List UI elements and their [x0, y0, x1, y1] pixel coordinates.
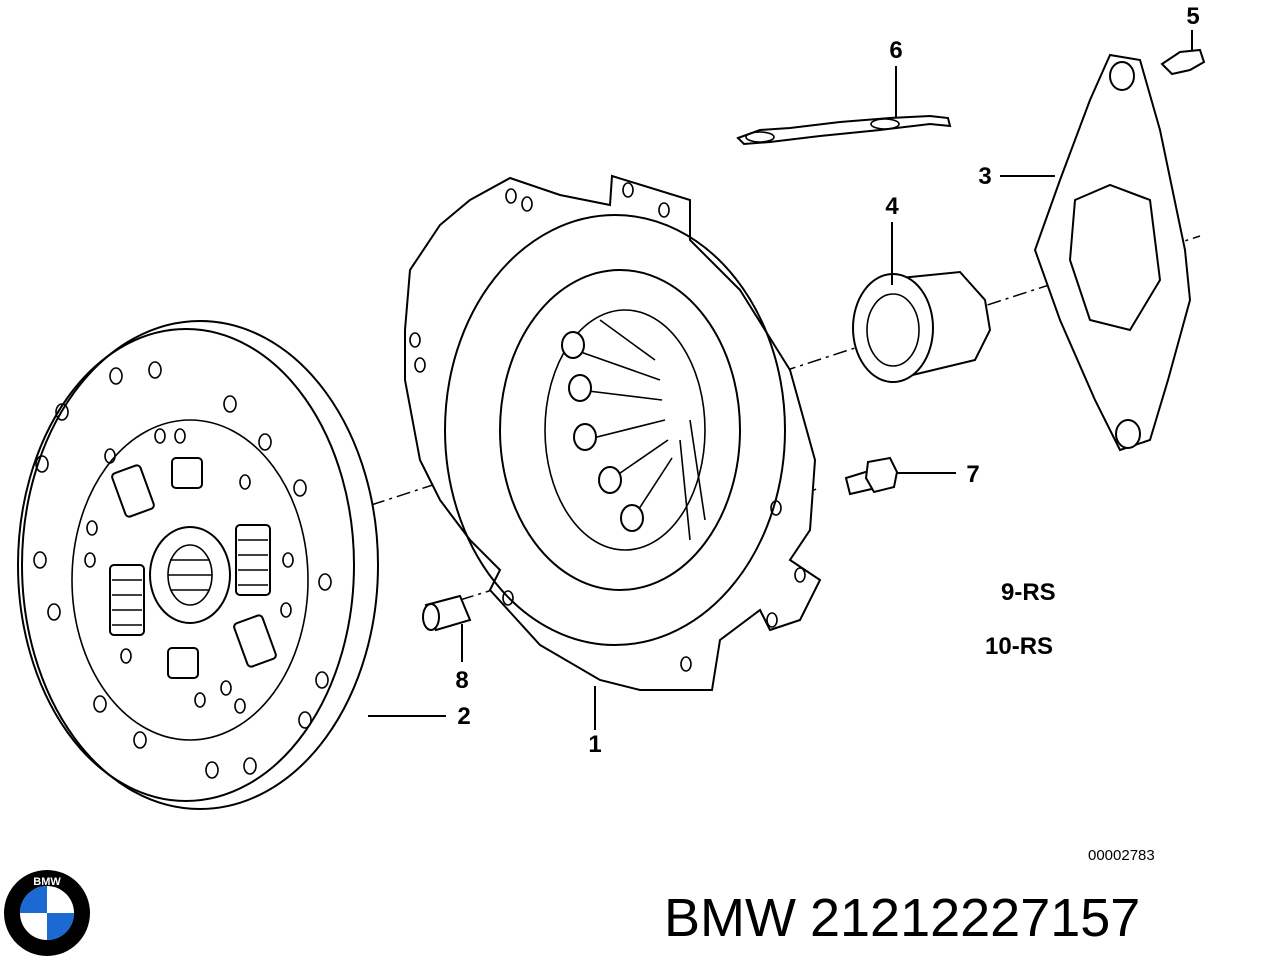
- damper-spring-windows: [109, 457, 277, 679]
- pressure-plate: [404, 174, 822, 691]
- rivet-holes: [33, 361, 332, 779]
- clutch-disc-face: [17, 328, 355, 802]
- callout-numbers: 1 2 3 4 5 6 7 8: [455, 3, 1199, 758]
- diaphragm-fingers: [574, 319, 706, 541]
- callout-7: 7: [966, 461, 979, 488]
- damper-spring-left: [109, 564, 145, 636]
- release-bearing: [852, 270, 992, 383]
- retaining-clip-loop-left: [745, 131, 775, 143]
- callout-3: 3: [978, 163, 991, 190]
- hex-bolt-head: [864, 456, 899, 494]
- note-10-rs: 10-RS: [985, 633, 1053, 660]
- diaphragm-spring: [544, 309, 706, 551]
- release-fork-window: [1068, 183, 1162, 332]
- damper-spring-top: [171, 457, 203, 489]
- release-fork: [1033, 53, 1192, 452]
- pivot-pin: [1160, 48, 1206, 76]
- leader-lines: [368, 30, 1193, 730]
- cover-bolt-holes: [409, 182, 806, 672]
- main-axis-line: [139, 235, 1201, 581]
- callout-6: 6: [889, 37, 902, 64]
- caption-part-number: 21212227157: [810, 888, 1140, 948]
- release-bearing-bore: [866, 293, 920, 367]
- retaining-clip: [736, 114, 952, 146]
- callout-5: 5: [1186, 3, 1199, 30]
- dowel-sleeve-end: [422, 603, 440, 631]
- hex-bolt: [844, 456, 899, 496]
- callout-1: 1: [588, 731, 601, 758]
- damper-spring-bottom: [167, 647, 199, 679]
- caption-brand-word: BMW: [664, 888, 796, 948]
- callout-4: 4: [885, 193, 899, 220]
- clutch-disc-spline-teeth: [168, 559, 212, 591]
- damper-spring-lower-right: [233, 614, 277, 668]
- damper-spring-right: [235, 524, 271, 596]
- diaphragm-finger-tips: [561, 331, 644, 532]
- bmw-logo-quadrant-br: [47, 913, 74, 940]
- clutch-disc: [17, 320, 379, 810]
- damper-spring-upper-left: [111, 464, 155, 518]
- callout-2: 2: [457, 703, 470, 730]
- release-fork-pivot-hole: [1109, 61, 1135, 91]
- pivot-pin-body: [1160, 48, 1206, 76]
- bmw-logo-letters: BMW: [33, 876, 61, 888]
- pressure-plate-rim: [444, 214, 786, 646]
- dowel-sleeve: [422, 594, 472, 632]
- release-fork-end-hole: [1115, 419, 1141, 449]
- bmw-logo: BMW: [4, 870, 90, 956]
- pressure-plate-inner-rim: [499, 269, 741, 591]
- bmw-logo-quadrant-tl: [20, 886, 47, 913]
- spring-coil-lines: [112, 539, 268, 626]
- callout-8: 8: [455, 667, 468, 694]
- note-9-rs: 9-RS: [1001, 579, 1056, 606]
- retaining-clip-body: [736, 114, 952, 146]
- clutch-disc-hub-ring: [71, 419, 309, 741]
- drawing-number: 00002783: [1088, 847, 1155, 864]
- retaining-clip-loop-mid: [870, 118, 900, 130]
